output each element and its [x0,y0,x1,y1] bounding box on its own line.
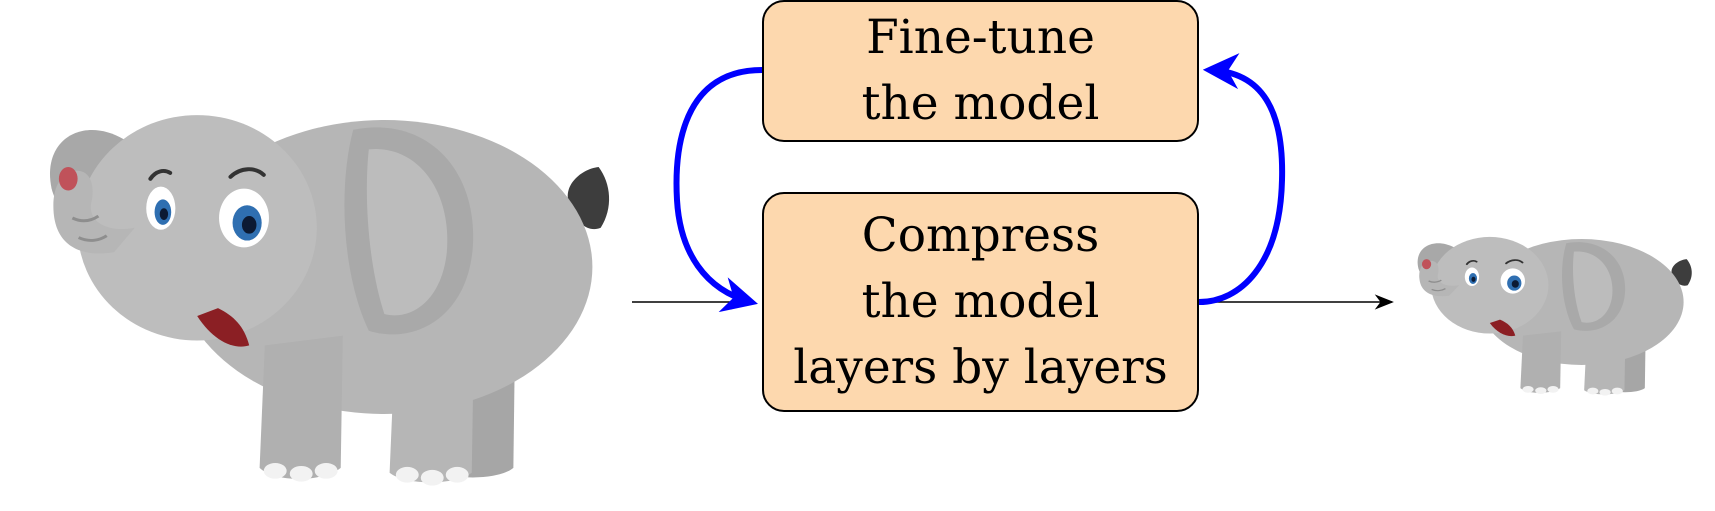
loop-arrow-to-compress [673,67,763,313]
compress-line-1: Compress [861,208,1100,263]
finetune-line-1: Fine-tune [866,10,1095,65]
finetune-box: Fine-tune the model [762,0,1199,142]
compress-line-2: the model [861,274,1100,329]
compress-box: Compress the model layers by layers [762,192,1199,412]
input-elephant-image [50,115,609,485]
loop-arrow-to-finetune [1198,53,1286,305]
output-elephant-image [1418,237,1692,396]
finetune-line-2: the model [861,76,1100,131]
compress-line-3: layers by layers [793,340,1168,395]
